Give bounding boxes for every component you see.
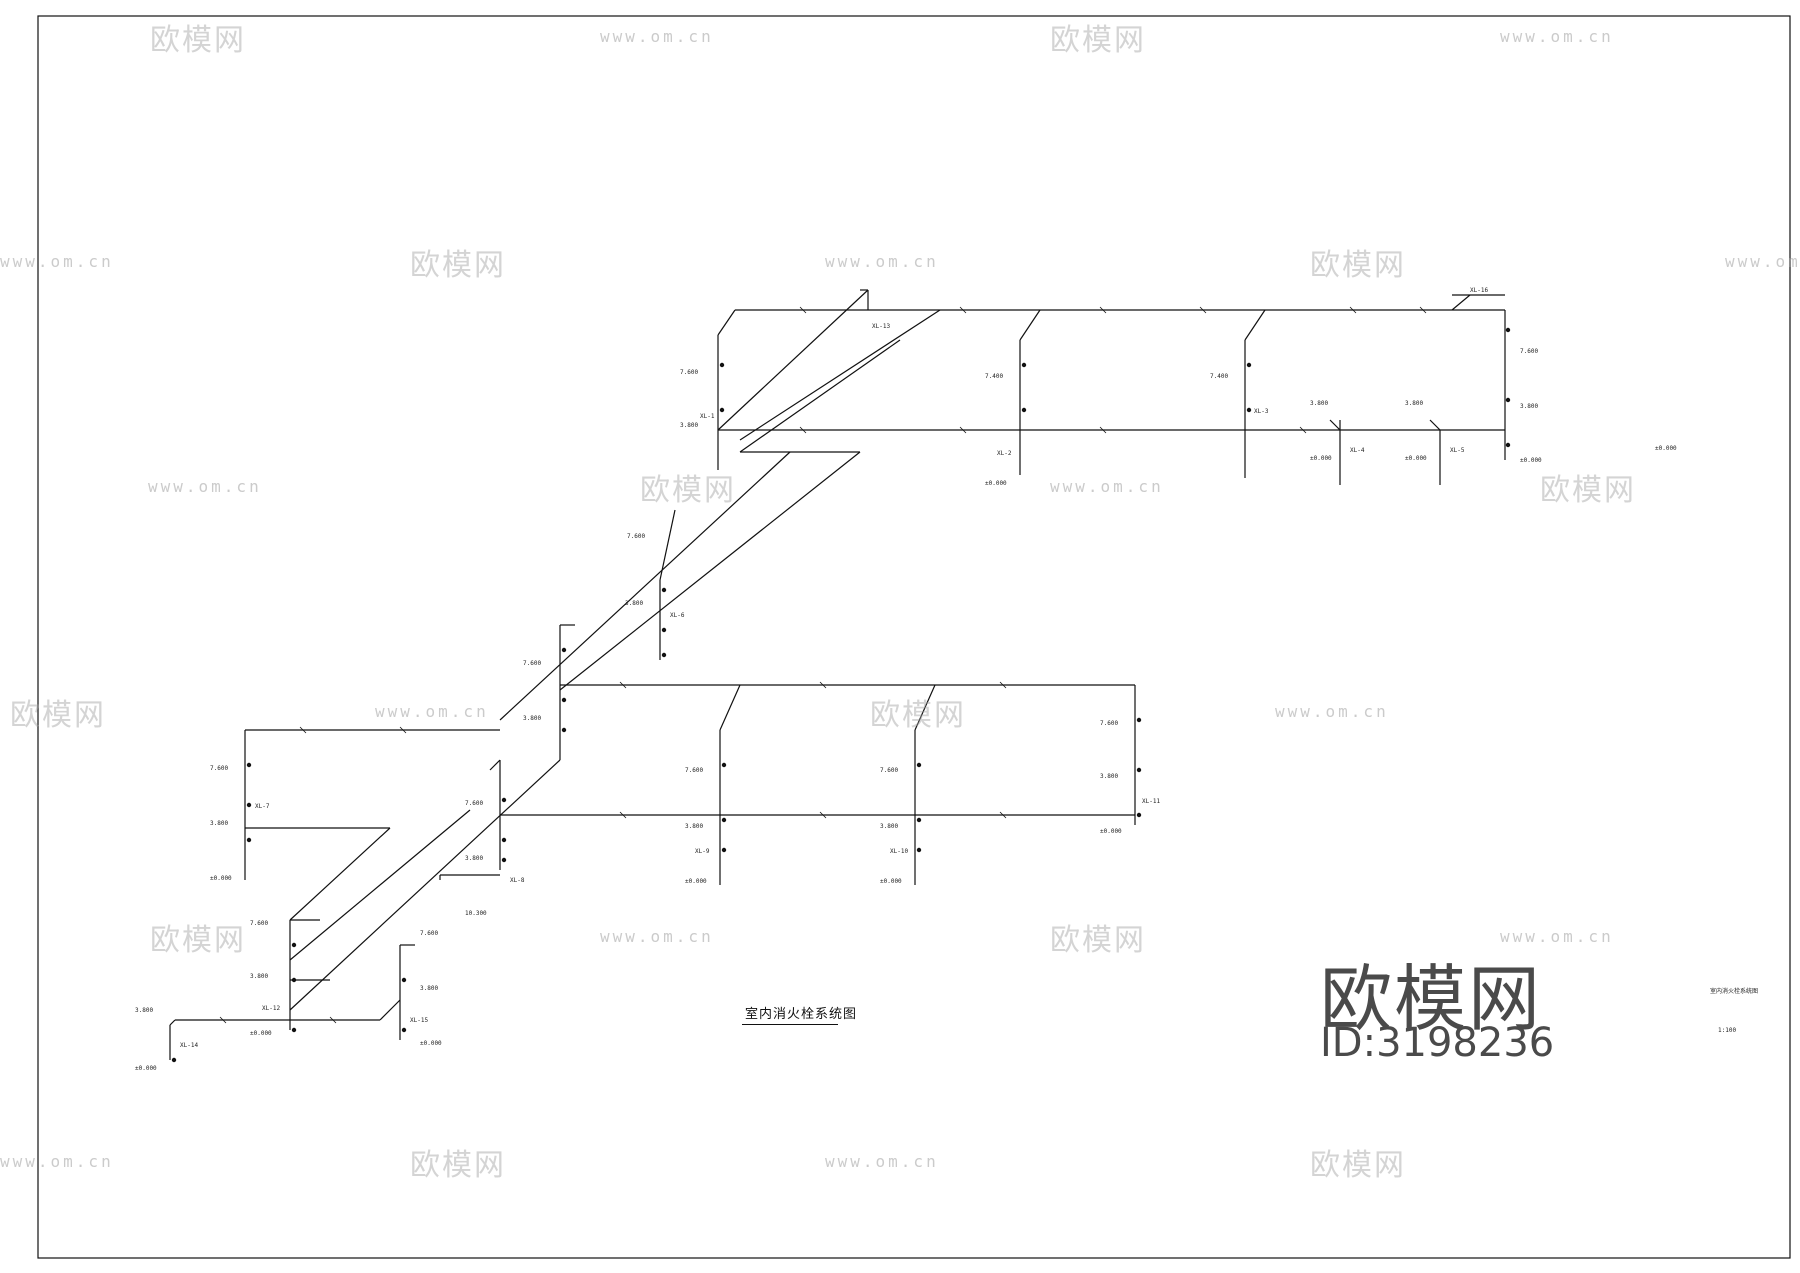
elevation-mark: 3.800 xyxy=(420,985,438,992)
watermark-logo: 欧模网 xyxy=(640,473,736,508)
elevation-mark: 7.600 xyxy=(627,533,645,540)
elevation-labels: 7.600 3.800 ±0.000 7.400 7.400 7.600 3.8… xyxy=(135,348,1677,1072)
riser-label: XL-8 xyxy=(510,877,525,884)
elevation-mark: 7.600 xyxy=(680,369,698,376)
elevation-mark: ±0.000 xyxy=(1405,455,1427,462)
elevation-mark: 7.600 xyxy=(523,660,541,667)
elevation-mark: 7.600 xyxy=(880,767,898,774)
riser-label: XL-12 xyxy=(262,1005,280,1012)
elevation-mark: 3.800 xyxy=(135,1007,153,1014)
watermark-logo: 欧模网 xyxy=(150,23,246,58)
riser-label: XL-1 xyxy=(700,413,715,420)
sheet-border xyxy=(37,15,1791,1259)
watermark-logo: 欧模网 xyxy=(1310,1148,1406,1183)
watermark-url: www.om.cn xyxy=(1500,927,1614,946)
elevation-mark: 10.300 xyxy=(465,910,487,917)
riser-label: XL-6 xyxy=(670,612,685,619)
elevation-mark: 3.800 xyxy=(1405,400,1423,407)
elevation-mark: ±0.000 xyxy=(250,1030,272,1037)
elevation-mark: 7.600 xyxy=(685,767,703,774)
elevation-mark: 3.800 xyxy=(625,600,643,607)
watermark-logo: 欧模网 xyxy=(1050,923,1146,958)
watermark-url: www.om.cn xyxy=(148,477,262,496)
elevation-mark: ±0.000 xyxy=(985,480,1007,487)
elevation-mark: ±0.000 xyxy=(1520,457,1542,464)
elevation-mark: 3.800 xyxy=(685,823,703,830)
legend-note: 室内消火栓系统图 xyxy=(1710,987,1758,995)
elevation-mark: 7.600 xyxy=(210,765,228,772)
riser-label: XL-10 xyxy=(890,848,908,855)
elevation-mark: 7.600 xyxy=(1100,720,1118,727)
elevation-mark: 3.800 xyxy=(1310,400,1328,407)
riser-label: XL-5 xyxy=(1450,447,1465,454)
elevation-mark: 3.800 xyxy=(1100,773,1118,780)
hydrant-markers xyxy=(171,327,1511,1063)
riser-label: XL-7 xyxy=(255,803,270,810)
elevation-mark: 3.800 xyxy=(523,715,541,722)
watermark-logo: 欧模网 xyxy=(150,923,246,958)
watermark-logo: 欧模网 xyxy=(870,698,966,733)
elevation-mark: 7.600 xyxy=(420,930,438,937)
watermark-id: ID:3198236 xyxy=(1320,1020,1555,1066)
watermark-url: www.om.cn xyxy=(375,702,489,721)
valve-ticks xyxy=(219,306,1427,1024)
riser-label: XL-3 xyxy=(1254,408,1269,415)
elevation-mark: 3.800 xyxy=(880,823,898,830)
riser-label: XL-2 xyxy=(997,450,1012,457)
riser-labels: XL-1 XL-2 XL-3 XL-4 XL-5 XL-6 XL-7 XL-8 … xyxy=(180,287,1488,1049)
elevation-mark: ±0.000 xyxy=(210,875,232,882)
watermark-brand-large: 欧模网 xyxy=(1320,957,1543,1041)
drawing-title: 室内消火栓系统图 xyxy=(745,1007,858,1022)
watermark-url: www.om.cn xyxy=(600,27,714,46)
watermark-url: www.om.cn xyxy=(825,1152,939,1171)
riser-label: XL-15 xyxy=(410,1017,428,1024)
elevation-mark: ±0.000 xyxy=(880,878,902,885)
title-underline xyxy=(742,1024,838,1025)
riser-label: XL-11 xyxy=(1142,798,1160,805)
elevation-mark: ±0.000 xyxy=(1100,828,1122,835)
riser-label: XL-14 xyxy=(180,1042,198,1049)
watermark-url: www.om.cn xyxy=(1500,27,1614,46)
watermark-logo: 欧模网 xyxy=(1050,23,1146,58)
watermark-url: www.om.cn xyxy=(1050,477,1164,496)
riser-label: XL-4 xyxy=(1350,447,1365,454)
watermark-logo: 欧模网 xyxy=(10,698,106,733)
elevation-mark: 7.400 xyxy=(1210,373,1228,380)
watermark-url: www.om.cn xyxy=(1725,252,1800,271)
elevation-mark: 7.400 xyxy=(985,373,1003,380)
watermark-url: www.om.cn xyxy=(825,252,939,271)
watermark-url: www.om.cn xyxy=(0,1152,114,1171)
elevation-mark: ±0.000 xyxy=(1655,445,1677,452)
watermark-url: www.om.cn xyxy=(0,252,114,271)
watermark-logo: 欧模网 xyxy=(1540,473,1636,508)
riser-label: XL-13 xyxy=(872,323,890,330)
elevation-mark: 3.800 xyxy=(210,820,228,827)
watermark-url: www.om.cn xyxy=(1275,702,1389,721)
elevation-mark: 3.800 xyxy=(250,973,268,980)
legend-scale: 1:100 xyxy=(1718,1027,1736,1034)
riser-label: XL-16 xyxy=(1470,287,1488,294)
elevation-mark: 3.800 xyxy=(465,855,483,862)
watermark-url: www.om.cn xyxy=(600,927,714,946)
elevation-mark: ±0.000 xyxy=(685,878,707,885)
elevation-mark: 7.600 xyxy=(1520,348,1538,355)
elevation-mark: 7.600 xyxy=(465,800,483,807)
elevation-mark: 3.800 xyxy=(1520,403,1538,410)
watermark-logo: 欧模网 xyxy=(1310,248,1406,283)
watermark-logo: 欧模网 xyxy=(410,1148,506,1183)
riser-label: XL-9 xyxy=(695,848,710,855)
elevation-mark: 3.800 xyxy=(680,422,698,429)
elevation-mark: ±0.000 xyxy=(420,1040,442,1047)
watermark-logo: 欧模网 xyxy=(410,248,506,283)
elevation-mark: 7.600 xyxy=(250,920,268,927)
elevation-mark: ±0.000 xyxy=(1310,455,1332,462)
pipe-network xyxy=(169,289,1506,1060)
elevation-mark: ±0.000 xyxy=(135,1065,157,1072)
